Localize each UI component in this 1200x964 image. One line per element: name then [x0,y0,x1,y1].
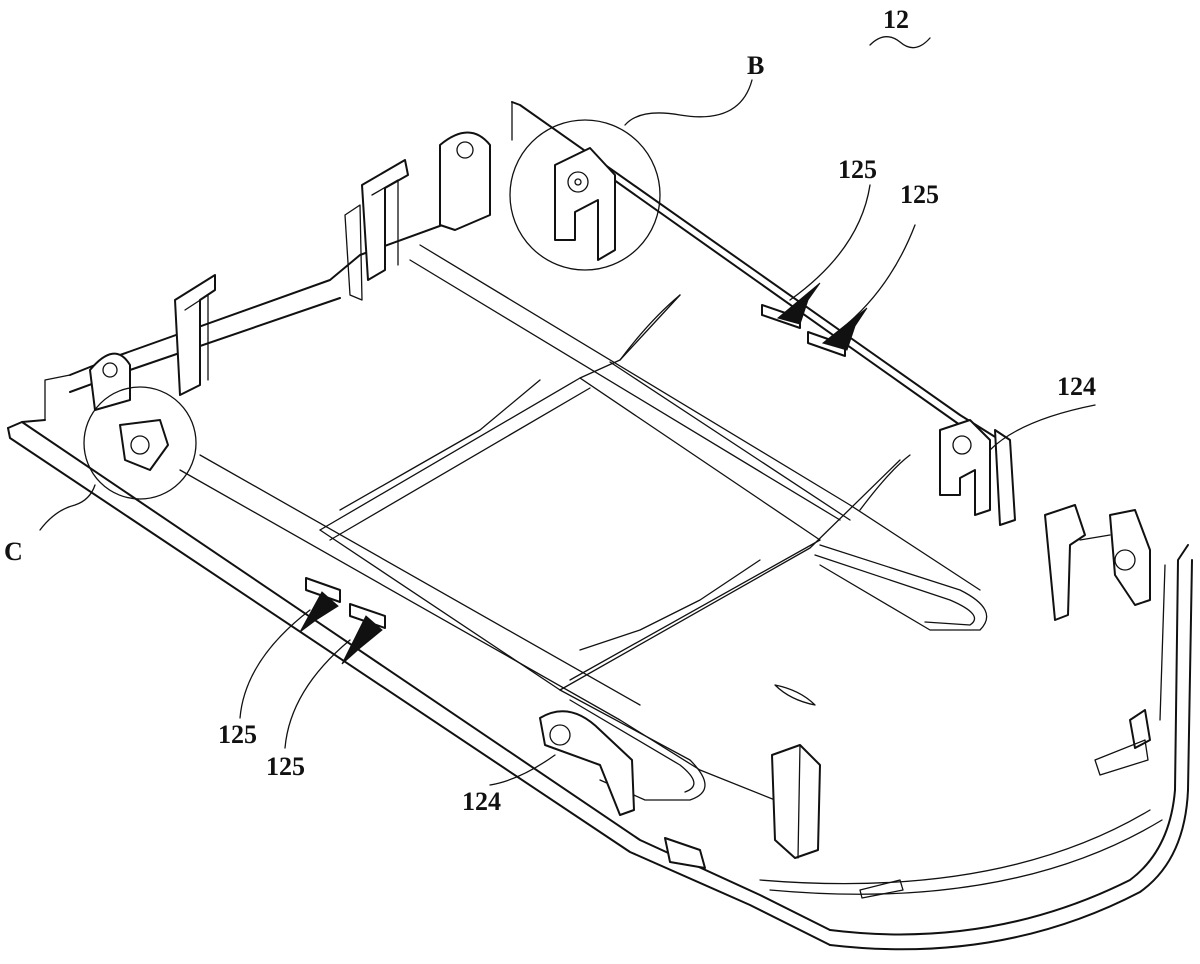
leader-124-front [489,754,556,786]
arrow-125-back-2 [821,307,868,351]
label-part-number: 12 [883,5,909,34]
label-125-back-2: 125 [900,180,939,209]
leader-125-back-2 [839,224,916,331]
leader-12 [869,36,931,49]
leader-125-front-2 [284,639,351,749]
label-124-front: 124 [462,787,501,816]
leader-125-back-1 [789,184,871,301]
label-125-back-1: 125 [838,155,877,184]
slot-group-front [305,577,386,629]
arrow-125-front-2 [341,615,383,665]
label-124-right: 124 [1057,372,1096,401]
leader-b [624,79,753,126]
arrow-125-front-1 [299,591,339,633]
reference-labels: 12 B C 125 125 124 125 125 124 [4,5,1096,816]
slot-front-2 [349,603,386,629]
label-125-front-2: 125 [266,752,305,781]
leader-124-right [989,404,1096,451]
label-detail-c: C [4,537,23,566]
detail-circle-b [509,119,661,271]
label-125-front-1: 125 [218,720,257,749]
tray-body [7,101,1193,951]
leader-lines [39,36,1096,786]
arrow-125-back-1 [776,282,821,325]
leader-125-front-1 [239,609,311,719]
detail-circle-c [83,386,197,500]
leader-c [39,484,96,531]
slot-front-1 [305,577,341,603]
label-detail-b: B [747,51,764,80]
tray-posts [89,131,1151,899]
arrowheads [299,282,868,665]
